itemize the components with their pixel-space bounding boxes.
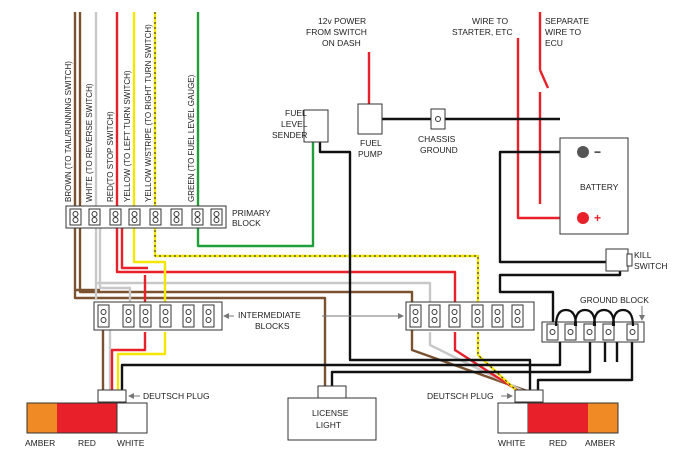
black-ground-extra (603, 342, 619, 362)
yellow-wire (116, 12, 167, 392)
intermediate-block-right (405, 301, 535, 331)
battery: − + BATTERY (559, 137, 629, 235)
fuel-pump: FUEL PUMP (357, 103, 383, 159)
ground-block-label: GROUND BLOCK (580, 295, 649, 305)
intermediate-block-left (93, 301, 223, 331)
chassis-ground: CHASSIS GROUND (418, 108, 458, 155)
kill-switch: KILL SWITCH (605, 248, 668, 272)
red-wire-2 (120, 225, 148, 270)
battery-pos-sign: + (594, 211, 601, 225)
red-starter-wire (516, 38, 577, 220)
intermediate-blocks-callout: INTERMEDIATE BLOCKS (223, 310, 404, 331)
ecu-label-2: WIRE TO (545, 27, 581, 37)
black-battery-neg (498, 150, 606, 264)
battery-label: BATTERY (580, 182, 619, 192)
yellow-stripe-wire-base (153, 12, 519, 393)
deutsch-plug-left: DEUTSCH PLUG (97, 389, 210, 403)
battery-neg-sign: − (594, 145, 601, 159)
left-white-label: WHITE (117, 438, 145, 448)
tail-light-right: WHITE RED AMBER (497, 402, 619, 448)
power-source-labels: 12v POWER FROM SWITCH ON DASH WIRE TO ST… (306, 16, 589, 48)
right-red-label: RED (549, 438, 567, 448)
primary-block: PRIMARY BLOCK (65, 205, 271, 229)
wires (73, 12, 634, 394)
chassis-label-2: GROUND (420, 145, 458, 155)
left-amber-label: AMBER (25, 438, 55, 448)
tail-light-left: AMBER RED WHITE (25, 402, 148, 448)
left-white-lens (116, 402, 148, 434)
license-label-2: LIGHT (316, 420, 341, 430)
power-label-1: 12v POWER (318, 16, 366, 26)
left-red-label: RED (78, 438, 96, 448)
left-red-lens (57, 403, 117, 433)
power-label-2: FROM SWITCH (306, 27, 367, 37)
green-wire (196, 12, 315, 248)
kill-label-2: SWITCH (634, 261, 668, 271)
sender-label-2: LEVEL (281, 119, 308, 129)
yellow-stripe-wire-dots (154, 12, 519, 393)
kill-label-1: KILL (634, 250, 652, 260)
ecu-label-3: ECU (545, 38, 563, 48)
wire-label-green: GREEN (TO FUEL LEVEL GAUGE) (187, 74, 196, 202)
sender-label-3: SENDER (272, 130, 307, 140)
ground-jumpers (554, 308, 635, 327)
battery-negative-terminal (577, 146, 589, 158)
intermediate-label-1: INTERMEDIATE (238, 310, 301, 320)
wire-label-yellow-stripe: YELLOW W/STRIPE (TO RIGHT TURN SWITCH) (144, 24, 153, 202)
right-amber-lens (588, 403, 618, 433)
right-amber-label: AMBER (585, 438, 615, 448)
pump-label-1: FUEL (360, 138, 382, 148)
white-wire (94, 12, 526, 394)
brown-wire-1 (73, 12, 327, 392)
ground-block: GROUND BLOCK (541, 295, 649, 343)
right-white-lens (497, 402, 529, 434)
red-wire (110, 12, 521, 394)
right-red-lens (528, 403, 588, 433)
right-white-label: WHITE (498, 438, 526, 448)
intermediate-label-2: BLOCKS (255, 321, 290, 331)
deutsch-right-label: DEUTSCH PLUG (427, 391, 494, 401)
black-ground-to-left-plug (120, 342, 562, 392)
starter-label-1: WIRE TO (472, 16, 508, 26)
license-light: LICENSE LIGHT (287, 385, 377, 441)
license-label-1: LICENSE (312, 408, 349, 418)
starter-label-2: STARTER, ETC (452, 27, 513, 37)
black-ground-to-right-plug (536, 342, 634, 392)
pump-label-2: PUMP (358, 149, 383, 159)
wire-label-white: WHITE (TO REVERSE SWITCH) (85, 83, 94, 202)
wire-label-brown: BROWN (TO TAIL/RUNNING SWITCH) (64, 61, 73, 202)
fuel-level-sender: FUEL LEVEL SENDER (272, 108, 329, 143)
black-ground-to-license (330, 342, 592, 390)
deutsch-plug-right: DEUTSCH PLUG (427, 389, 544, 403)
power-label-3: ON DASH (322, 38, 361, 48)
deutsch-left-label: DEUTSCH PLUG (143, 391, 210, 401)
black-kill-ground (498, 262, 622, 322)
battery-positive-terminal (577, 212, 589, 224)
wire-label-yellow: YELLOW (TO LEFT TURN SWITCH) (123, 70, 132, 202)
ecu-switch-blade (538, 69, 550, 89)
wire-label-red: RED(TO STOP SWITCH) (106, 111, 115, 202)
left-amber-lens (27, 403, 57, 433)
wire-labels: BROWN (TO TAIL/RUNNING SWITCH) WHITE (TO… (64, 24, 196, 202)
white-wire-2 (98, 225, 132, 302)
primary-block-label-2: BLOCK (232, 218, 261, 228)
primary-block-label-1: PRIMARY (232, 208, 271, 218)
sender-label-1: FUEL (285, 108, 307, 118)
chassis-label-1: CHASSIS (418, 134, 456, 144)
ecu-label-1: SEPARATE (545, 16, 589, 26)
